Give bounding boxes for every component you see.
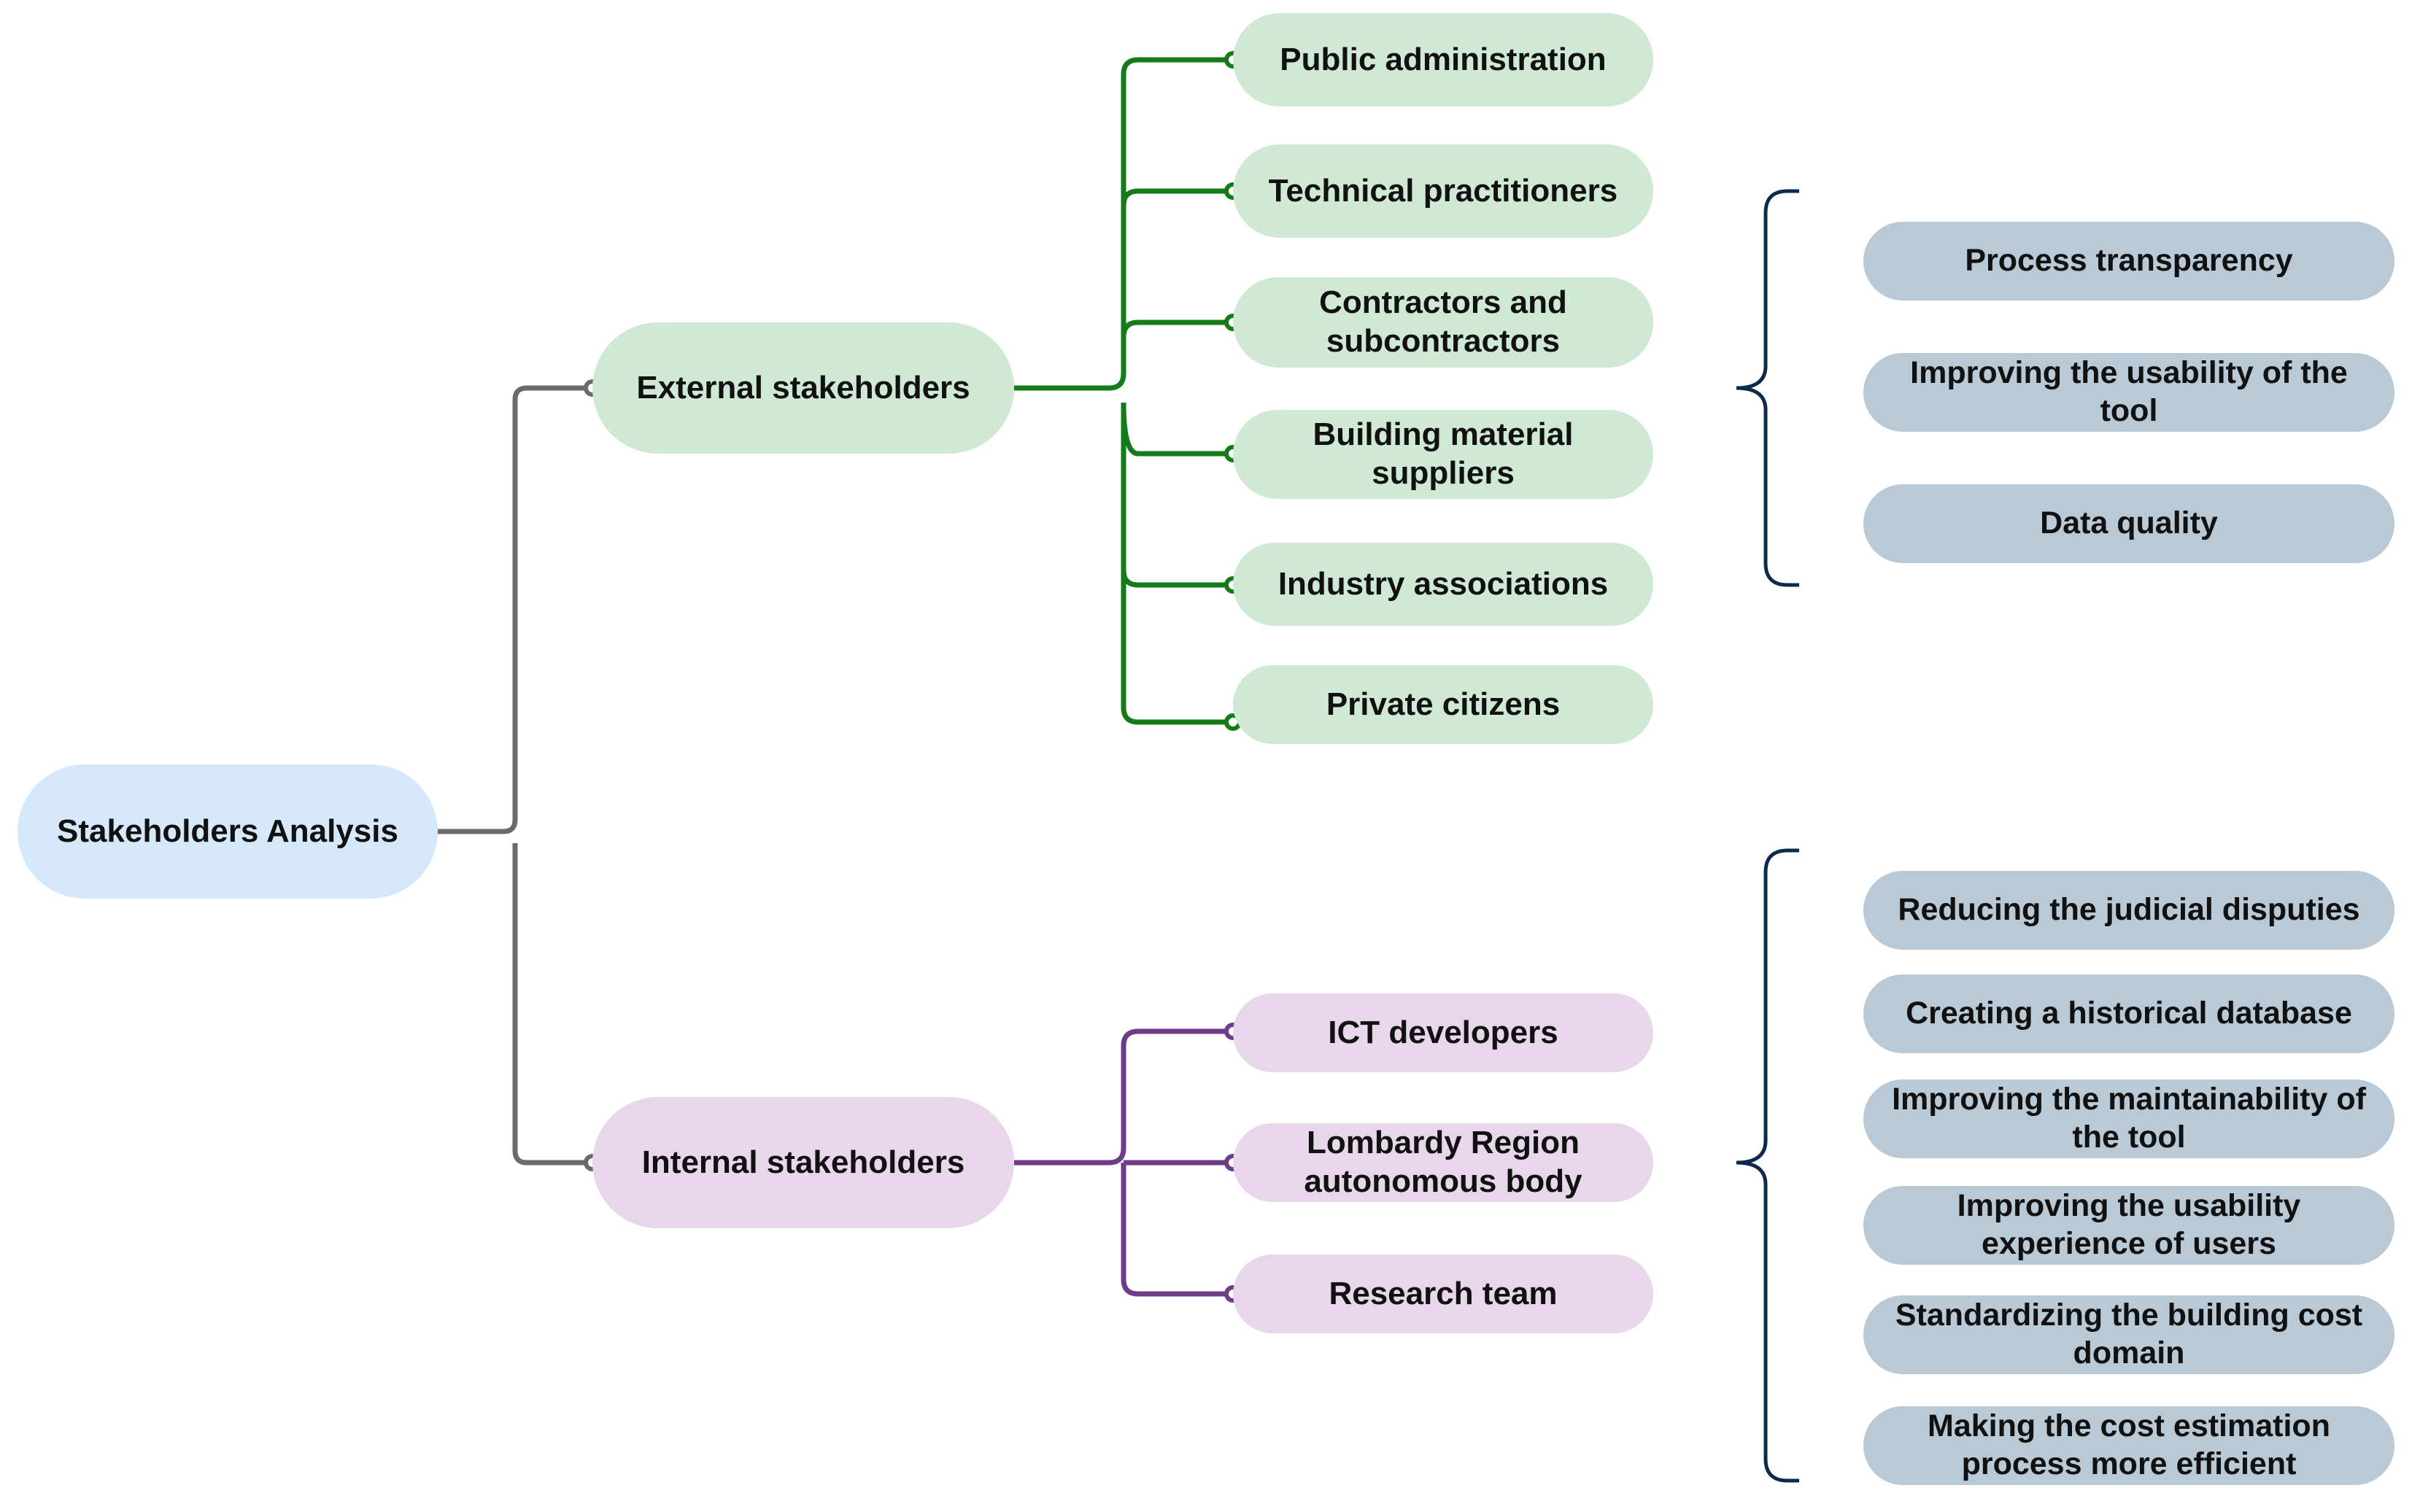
internal-member-node[interactable]: Lombardy Region autonomous body	[1233, 1123, 1653, 1202]
internal-benefit-label: Making the cost estimation process more …	[1928, 1408, 2330, 1481]
external-benefit-node[interactable]: Data quality	[1863, 484, 2394, 563]
external-stakeholders-node[interactable]: External stakeholders	[592, 322, 1014, 454]
internal-member-label: ICT developers	[1328, 1014, 1558, 1050]
external-member-node[interactable]: Industry associations	[1233, 543, 1653, 626]
internal-benefit-label: Reducing the judicial disputies	[1898, 892, 2360, 928]
internal-benefits-brace	[1736, 848, 1799, 1483]
internal-member-label: Lombardy Region autonomous body	[1304, 1125, 1582, 1199]
external-member-node[interactable]: Private citizens	[1233, 665, 1653, 744]
internal-benefit-label: Improving the maintainability of the too…	[1892, 1082, 2366, 1155]
internal-benefit-label: Standardizing the building cost domain	[1895, 1298, 2363, 1371]
internal-benefit-node[interactable]: Making the cost estimation process more …	[1863, 1406, 2394, 1485]
internal-benefit-label: Creating a historical database	[1906, 996, 2352, 1031]
external-benefit-label: Data quality	[2040, 505, 2218, 541]
external-member-label: Contractors and subcontractors	[1319, 284, 1567, 359]
external-member-node[interactable]: Contractors and subcontractors	[1233, 277, 1653, 368]
external-benefits-brace	[1736, 189, 1799, 587]
external-connector	[1014, 57, 1233, 725]
external-member-label: Industry associations	[1277, 565, 1609, 602]
internal-benefit-node[interactable]: Standardizing the building cost domain	[1863, 1295, 2394, 1374]
internal-benefit-label: Improving the usability experience of us…	[1957, 1188, 2301, 1261]
external-benefit-node[interactable]: Process transparency	[1863, 222, 2394, 301]
internal-benefit-node[interactable]: Improving the maintainability of the too…	[1863, 1079, 2394, 1158]
internal-benefit-node[interactable]: Creating a historical database	[1863, 974, 2394, 1053]
internal-member-node[interactable]: Research team	[1233, 1255, 1653, 1333]
external-member-node[interactable]: Building material suppliers	[1233, 410, 1653, 499]
root-label: Stakeholders Analysis	[57, 813, 398, 849]
internal-connector	[1014, 1028, 1233, 1297]
internal-member-node[interactable]: ICT developers	[1233, 993, 1653, 1072]
external-member-node[interactable]: Public administration	[1233, 13, 1653, 106]
external-member-label: Public administration	[1280, 41, 1607, 77]
internal-stakeholders-node[interactable]: Internal stakeholders	[592, 1097, 1014, 1228]
internal-stakeholders-label: Internal stakeholders	[641, 1144, 965, 1180]
external-benefit-label: Improving the usability of the tool	[1910, 355, 2348, 428]
external-member-label: Technical practitioners	[1268, 172, 1618, 209]
external-member-label: Private citizens	[1326, 686, 1561, 722]
external-benefit-label: Process transparency	[1965, 243, 2293, 279]
external-member-node[interactable]: Technical practitioners	[1233, 144, 1653, 238]
internal-member-label: Research team	[1329, 1275, 1558, 1311]
external-stakeholders-label: External stakeholders	[636, 369, 970, 406]
external-member-label: Building material suppliers	[1313, 416, 1574, 491]
root-node[interactable]: Stakeholders Analysis	[18, 764, 438, 899]
internal-benefit-node[interactable]: Improving the usability experience of us…	[1863, 1186, 2394, 1265]
internal-benefit-node[interactable]: Reducing the judicial disputies	[1863, 871, 2394, 950]
external-benefit-node[interactable]: Improving the usability of the tool	[1863, 353, 2394, 432]
root-connector	[438, 385, 592, 1166]
